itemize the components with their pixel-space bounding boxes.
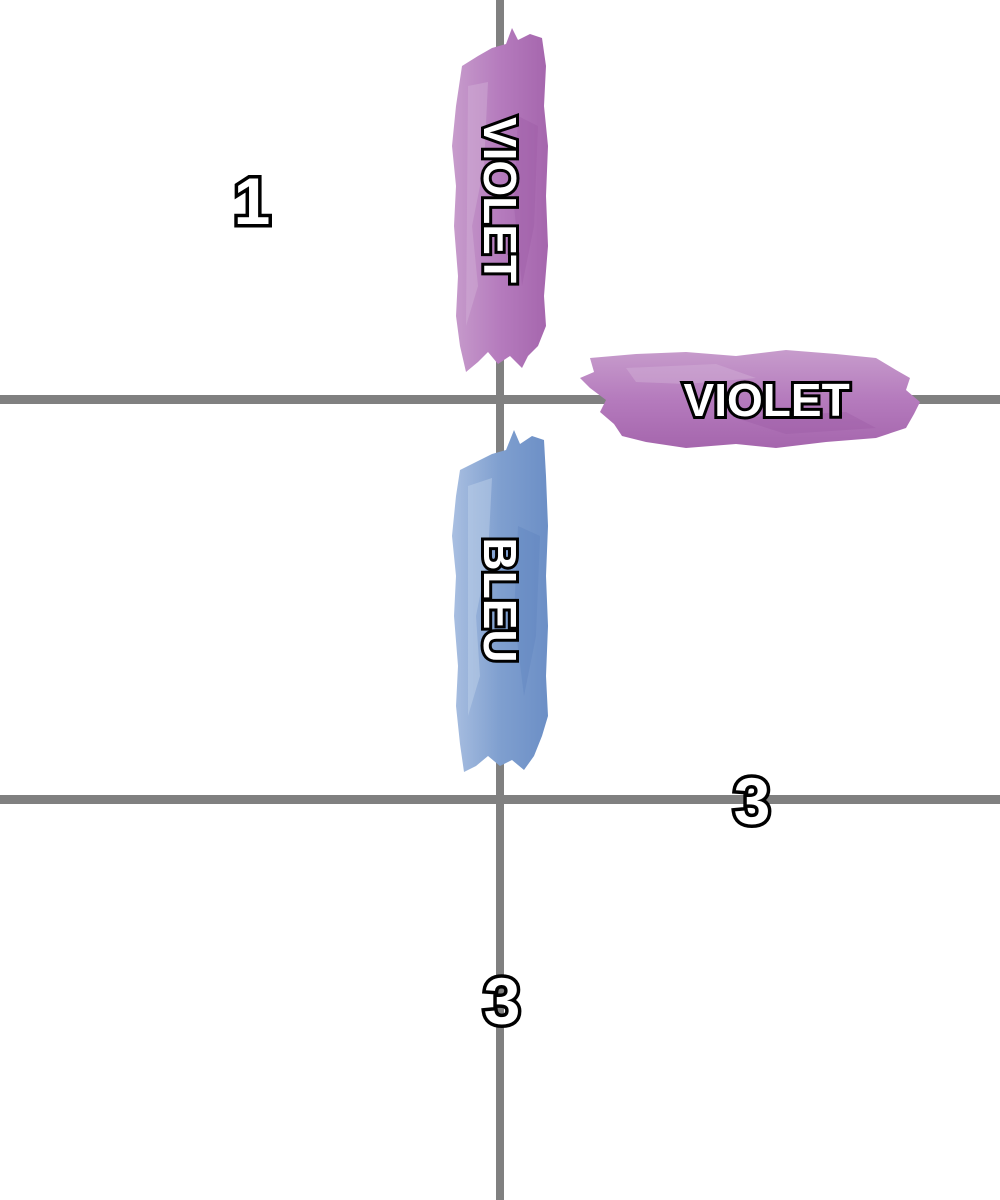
violet-brush-stroke xyxy=(452,28,548,372)
bleu-brush-stroke xyxy=(452,430,548,772)
grid-line-horizontal-bottom xyxy=(0,795,1000,804)
grid-line-horizontal-top xyxy=(0,395,1000,404)
violet-horizontal-strip[interactable]: VIOLET xyxy=(576,348,924,452)
column-clue-number: 3 xyxy=(480,964,524,1038)
strip-label: VIOLET xyxy=(681,374,853,426)
row-clue-number: 1 xyxy=(230,164,274,238)
strip-label: VIOLET xyxy=(471,114,529,286)
violet-brush-stroke xyxy=(580,350,920,448)
bleu-vertical-strip[interactable]: BLEU xyxy=(448,426,552,774)
violet-vertical-strip[interactable]: VIOLET xyxy=(448,26,552,374)
strip-label: BLEU xyxy=(471,534,529,665)
row-clue-number: 3 xyxy=(730,764,774,838)
